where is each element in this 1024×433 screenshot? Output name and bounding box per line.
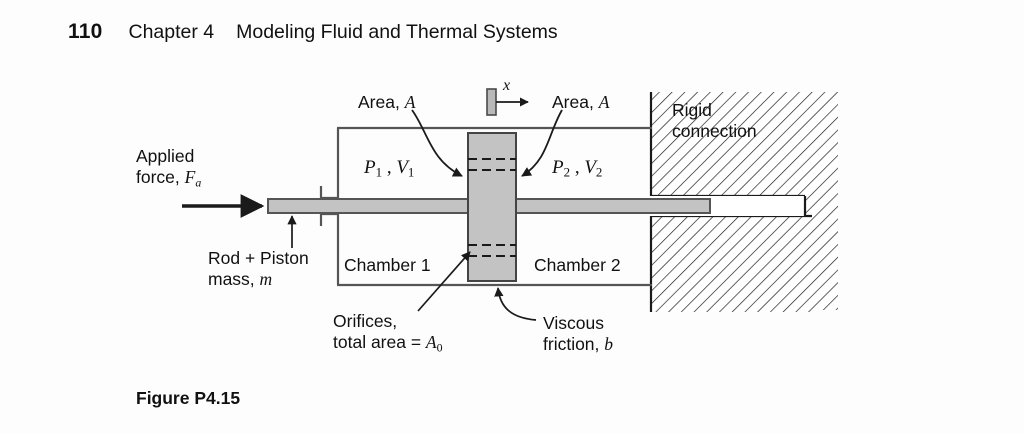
symbol-pressure-1-sub: 1	[375, 164, 383, 180]
symbol-pressure-2-sub: 2	[563, 164, 571, 180]
comma-1: ,	[382, 157, 397, 178]
symbol-volume-2: V	[584, 157, 596, 178]
symbol-area-left: A	[404, 92, 416, 112]
leader-orifices	[417, 251, 471, 312]
label-pressure-volume-2: P2 , V2	[552, 156, 602, 180]
displacement-indicator	[486, 88, 529, 116]
symbol-volume-2-sub: 2	[595, 164, 603, 180]
label-displacement-x: x	[503, 77, 511, 94]
rigid-line1: Rigid	[672, 100, 712, 120]
symbol-orifice-area: A	[425, 332, 437, 353]
orifice-lower	[468, 244, 516, 257]
label-orifices: Orifices, total area = A0	[333, 311, 443, 355]
orifices-line1: Orifices,	[333, 311, 398, 331]
applied-force-line1: Applied	[136, 146, 195, 166]
symbol-force: F	[184, 167, 196, 188]
leader-viscous-friction	[494, 287, 537, 321]
page-number: 110	[68, 20, 103, 43]
symbol-area-right: A	[598, 92, 610, 112]
label-rigid-connection: Rigid connection	[672, 100, 757, 143]
label-pressure-volume-1: P1 , V1	[364, 156, 414, 180]
symbol-volume-1-sub: 1	[407, 164, 415, 180]
label-area-left: Area, A	[358, 92, 416, 112]
symbol-pressure-1: P	[364, 157, 376, 178]
rigid-line2: connection	[672, 121, 757, 142]
comma-2: ,	[570, 157, 585, 178]
symbol-volume-1: V	[396, 157, 408, 178]
label-viscous-friction: Viscous friction, b	[543, 313, 614, 355]
rod-piston-line1: Rod + Piston	[208, 248, 309, 268]
page-header: 110 Chapter 4 Modeling Fluid and Thermal…	[68, 20, 558, 44]
viscous-line1: Viscous	[543, 313, 604, 333]
label-area-right: Area, A	[552, 92, 610, 112]
label-chamber-1: Chamber 1	[344, 255, 431, 275]
orifice-upper	[468, 158, 516, 171]
leader-area-left	[411, 109, 463, 177]
chapter-title: Modeling Fluid and Thermal Systems	[236, 21, 558, 43]
leader-area-right	[521, 109, 563, 177]
symbol-orifice-area-sub: 0	[436, 340, 443, 355]
symbol-pressure-2: P	[552, 157, 564, 178]
label-applied-force: Applied force, Fa	[136, 146, 202, 190]
chapter-label: Chapter 4	[128, 21, 215, 43]
symbol-mass: m	[259, 269, 273, 290]
symbol-damping: b	[604, 334, 614, 355]
rigid-wall-column	[805, 92, 838, 310]
symbol-force-sub: a	[195, 175, 202, 190]
label-rod-piston-mass: Rod + Piston mass, m	[208, 248, 309, 290]
figure-caption: Figure P4.15	[136, 388, 241, 408]
piston	[467, 132, 517, 282]
rigid-wall-lower	[649, 214, 812, 312]
label-chamber-2: Chamber 2	[534, 255, 621, 275]
